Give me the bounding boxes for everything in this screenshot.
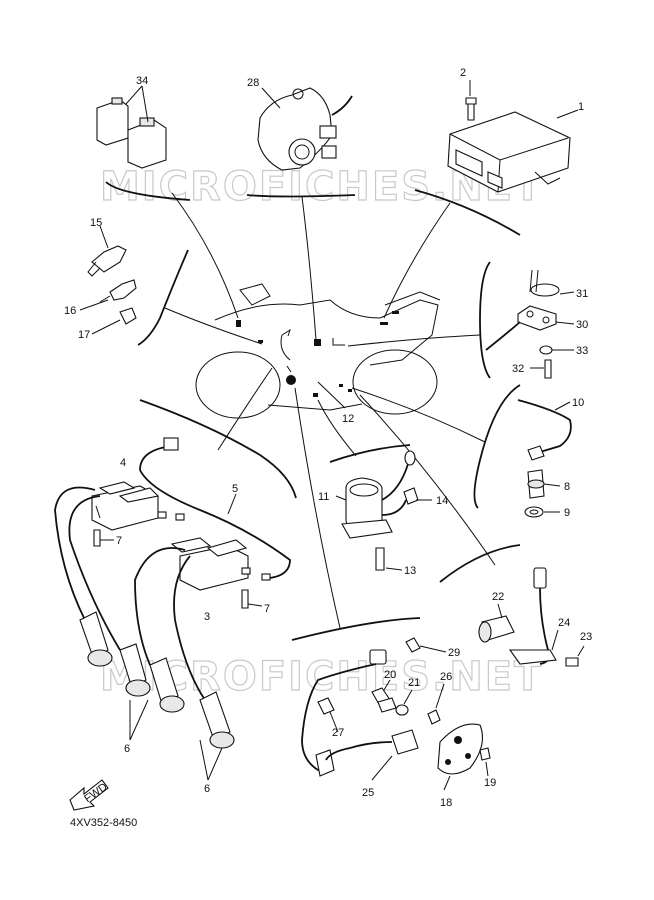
callout-17: 17 <box>78 329 90 341</box>
callout-31: 31 <box>576 288 588 300</box>
callout-27: 27 <box>332 727 344 739</box>
callout-4: 4 <box>120 457 126 469</box>
callout-2: 2 <box>460 67 466 79</box>
fwd-arrow-icon: FWD <box>69 779 110 811</box>
callout-19: 19 <box>484 777 496 789</box>
callout-14: 14 <box>436 495 448 507</box>
callout-8: 8 <box>564 481 570 493</box>
callout-3: 3 <box>204 611 210 623</box>
callout-20: 20 <box>384 669 396 681</box>
part-11-starter-relay <box>335 450 432 571</box>
callout-24: 24 <box>558 617 570 629</box>
diagram-code: 4XV352-8450 <box>70 817 137 829</box>
callout-11: 11 <box>318 491 329 503</box>
leader-lines <box>105 181 521 641</box>
callout-5: 5 <box>232 483 238 495</box>
callout-33: 33 <box>576 345 588 357</box>
callout-7-lower: 7 <box>264 603 270 615</box>
callout-34: 34 <box>136 75 148 87</box>
callout-26: 26 <box>440 671 452 683</box>
callout-13: 13 <box>404 565 416 577</box>
callout-22: 22 <box>492 591 504 603</box>
callout-32: 32 <box>512 363 524 375</box>
callout-15: 15 <box>90 217 102 229</box>
callout-23: 23 <box>580 631 592 643</box>
part-1-control-unit <box>447 80 579 193</box>
callout-7-upper: 7 <box>116 535 122 547</box>
part-8-10-spark-plug <box>517 399 572 518</box>
callout-6-left: 6 <box>124 743 130 755</box>
part-34-relays <box>96 85 167 169</box>
callout-28: 28 <box>247 77 259 89</box>
callout-12: 12 <box>342 413 354 425</box>
part-18-29-group <box>301 637 491 791</box>
callout-30: 30 <box>576 319 588 331</box>
callout-6-right: 6 <box>204 783 210 795</box>
part-22-24-sensor <box>478 567 585 667</box>
callout-10: 10 <box>572 397 584 409</box>
part-30-33-sensor <box>485 269 575 379</box>
callout-29: 29 <box>448 647 460 659</box>
callout-1: 1 <box>578 101 584 113</box>
part-15-17-sensors <box>79 225 137 335</box>
callout-labels: 34 28 2 1 15 16 17 31 30 33 32 10 12 4 5… <box>64 67 592 809</box>
motorcycle-outline <box>195 283 441 419</box>
callout-9: 9 <box>564 507 570 519</box>
part-3-7-ignition-coils <box>54 437 291 781</box>
callout-18: 18 <box>440 797 452 809</box>
callout-16: 16 <box>64 305 76 317</box>
part-28-servo <box>257 87 353 171</box>
callout-25: 25 <box>362 787 374 799</box>
callout-21: 21 <box>408 677 420 689</box>
